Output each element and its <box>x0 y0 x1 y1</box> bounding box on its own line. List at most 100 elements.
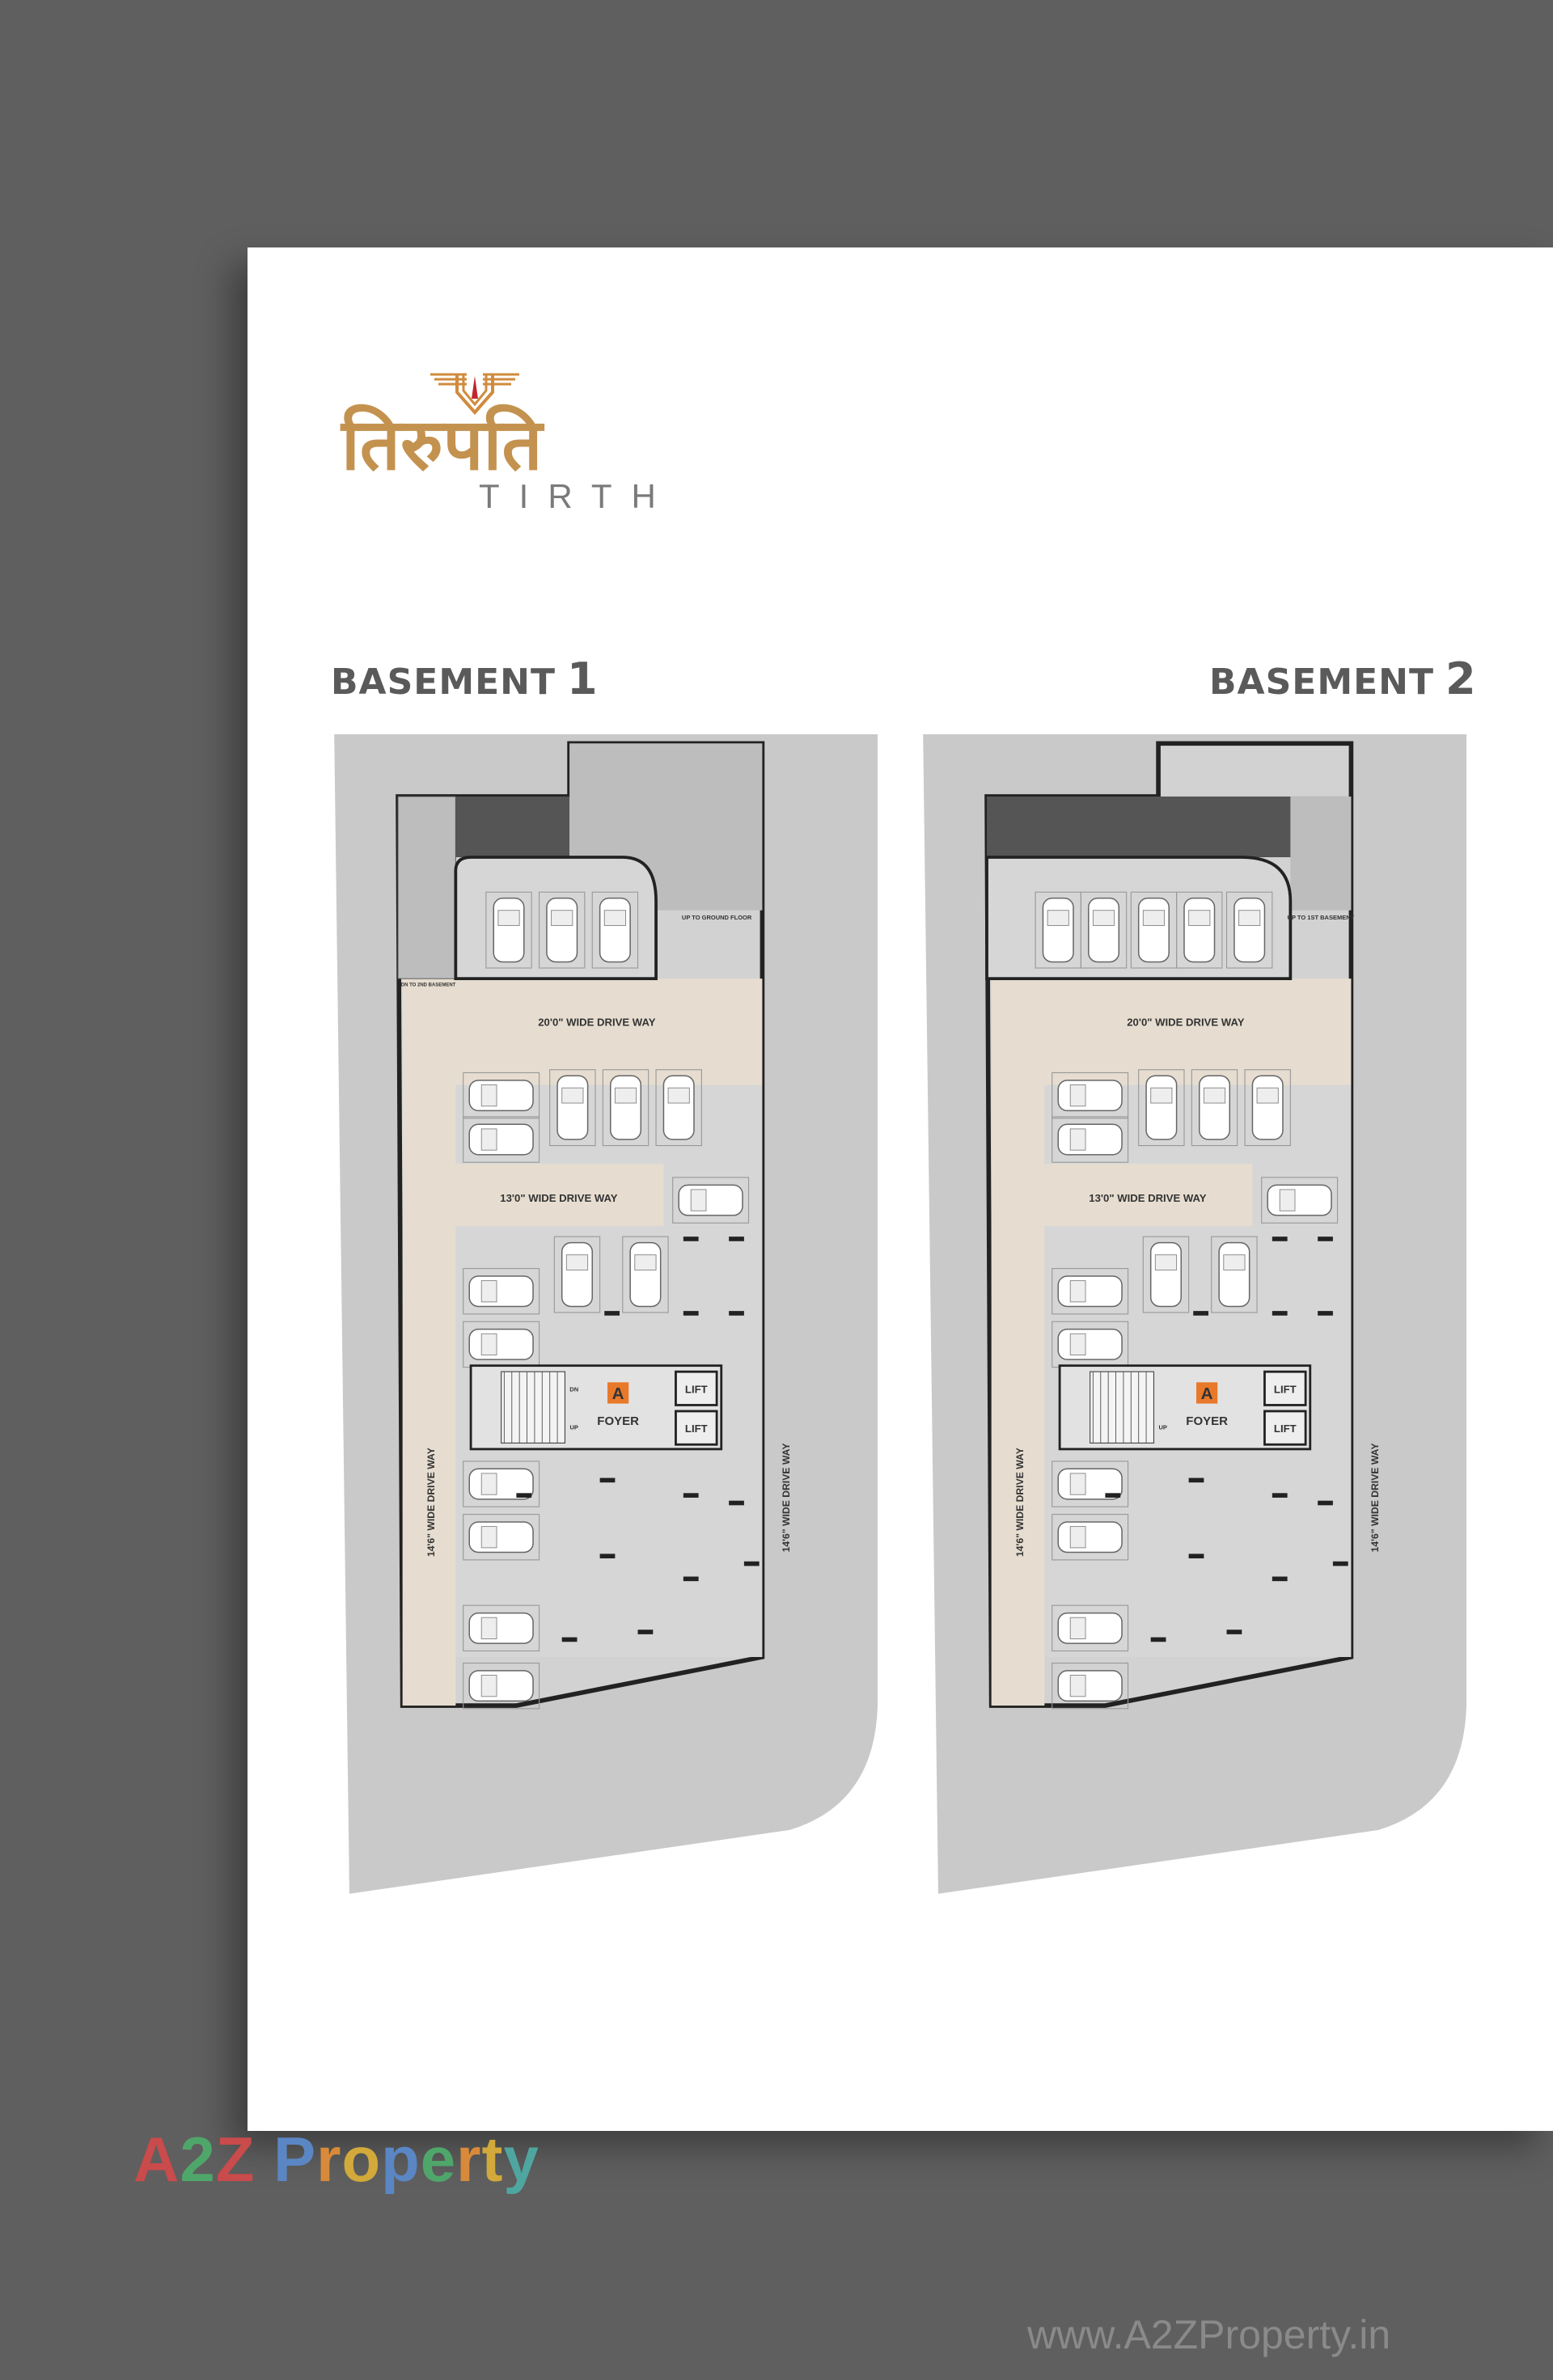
column <box>604 1311 620 1316</box>
column <box>1272 1311 1288 1316</box>
stair-dn-label: DN <box>569 1386 578 1393</box>
car-parking-slot <box>463 1116 540 1163</box>
watermark-letter: Z <box>215 2124 256 2195</box>
driveway-13ft-label: 13'0" WIDE DRIVE WAY <box>500 1192 617 1204</box>
car-parking-slot <box>549 1069 596 1147</box>
lift-2-label: LIFT <box>685 1423 708 1435</box>
column <box>1226 1630 1242 1634</box>
staircase-ramp <box>397 796 456 979</box>
car-parking-slot <box>1052 1604 1129 1652</box>
column <box>1272 1576 1288 1582</box>
driveway-13ft <box>455 1164 664 1227</box>
ramp-up <box>1290 796 1352 911</box>
car-parking-slot <box>463 1662 540 1710</box>
car-parking-slot <box>485 891 532 969</box>
column <box>1150 1637 1166 1642</box>
car-parking-slot <box>1052 1514 1129 1561</box>
column <box>1105 1493 1121 1498</box>
core-marker-badge <box>607 1382 629 1404</box>
stair-up-label: UP <box>1159 1423 1167 1431</box>
car-parking-slot <box>1052 1321 1129 1368</box>
column <box>683 1237 699 1241</box>
car-parking-slot <box>1261 1177 1339 1224</box>
watermark-letter: o <box>341 2124 382 2195</box>
driveway-13ft <box>1044 1164 1253 1227</box>
car-parking-slot <box>1138 1069 1185 1147</box>
car-parking-slot <box>602 1069 650 1147</box>
column <box>1188 1477 1204 1483</box>
core-marker-badge <box>1196 1382 1218 1404</box>
car-parking-slot <box>1176 891 1223 969</box>
watermark-letter: 2 <box>180 2124 216 2195</box>
column <box>599 1477 616 1483</box>
watermark-letter: y <box>503 2124 540 2195</box>
column <box>729 1311 744 1316</box>
driveway-left <box>991 1084 1045 1706</box>
basement-1-title: BASEMENT 1 <box>331 653 599 704</box>
watermark-letter <box>255 2124 273 2195</box>
column <box>683 1493 699 1498</box>
car-parking-slot <box>1035 891 1081 969</box>
car-parking-slot <box>1191 1069 1238 1147</box>
driveway-20ft <box>991 979 1352 1085</box>
column <box>729 1500 744 1506</box>
title-text: BASEMENT <box>331 662 556 703</box>
column <box>1332 1561 1348 1566</box>
car-parking-slot <box>1225 891 1273 969</box>
car-parking-slot <box>463 1604 540 1652</box>
column <box>743 1561 760 1566</box>
title-number: 2 <box>1445 653 1477 704</box>
ramp-dark <box>987 796 1352 858</box>
stair-up-label: UP <box>570 1423 578 1431</box>
watermark-letter: A <box>133 2124 180 2195</box>
car-parking-slot <box>655 1069 702 1147</box>
logo-devanagari: तिरुपति <box>341 402 543 486</box>
url-watermark: www.A2ZProperty.in <box>1027 2312 1391 2357</box>
car-parking-slot <box>1052 1662 1129 1710</box>
car-parking-slot <box>463 1072 540 1119</box>
watermark-letter: e <box>420 2124 457 2195</box>
car-parking-slot <box>463 1321 540 1368</box>
driveway-right-label: 14'6" WIDE DRIVE WAY <box>781 1443 792 1552</box>
car-parking-slot <box>553 1236 601 1313</box>
staircase <box>501 1371 566 1444</box>
column <box>561 1637 578 1642</box>
tirupati-tirth-logo: तिरुपति TIRTH <box>341 368 689 522</box>
ramp-up-label: UP TO GROUND FLOOR <box>682 914 752 921</box>
car-parking-slot <box>622 1236 669 1313</box>
car-parking-slot <box>1080 891 1128 969</box>
car-parking-slot <box>1211 1236 1258 1313</box>
title-number: 1 <box>567 653 599 704</box>
driveway-left-label: 14'6" WIDE DRIVE WAY <box>1014 1448 1026 1557</box>
car-parking-slot <box>538 891 586 969</box>
lift-2 <box>675 1410 718 1446</box>
driveway-20ft <box>402 979 763 1085</box>
driveway-20ft-label: 20'0" WIDE DRIVE WAY <box>538 1016 655 1028</box>
column <box>1318 1500 1333 1506</box>
column <box>729 1237 744 1241</box>
watermark-letter: r <box>456 2124 482 2195</box>
driveway-right-label: 14'6" WIDE DRIVE WAY <box>1369 1443 1381 1552</box>
foyer-label: FOYER <box>597 1414 639 1428</box>
column <box>1272 1493 1288 1498</box>
a2z-property-watermark: A2Z Property <box>133 2123 540 2196</box>
logo-emblem-icon <box>430 373 519 416</box>
car-parking-slot <box>1052 1268 1129 1315</box>
car-parking-slot <box>463 1514 540 1561</box>
watermark-letter: p <box>381 2124 421 2195</box>
column <box>1188 1554 1204 1559</box>
column <box>1318 1311 1333 1316</box>
staircase <box>1090 1371 1155 1444</box>
logo-english: TIRTH <box>479 477 675 515</box>
column <box>1318 1237 1333 1241</box>
ramp-down-label: DN TO 2ND BASEMENT <box>401 983 456 988</box>
car-parking-slot <box>1052 1072 1129 1119</box>
car-parking-slot <box>1130 891 1178 969</box>
car-parking-slot <box>463 1268 540 1315</box>
column <box>683 1311 699 1316</box>
driveway-13ft-label: 13'0" WIDE DRIVE WAY <box>1089 1192 1206 1204</box>
column <box>683 1576 699 1582</box>
